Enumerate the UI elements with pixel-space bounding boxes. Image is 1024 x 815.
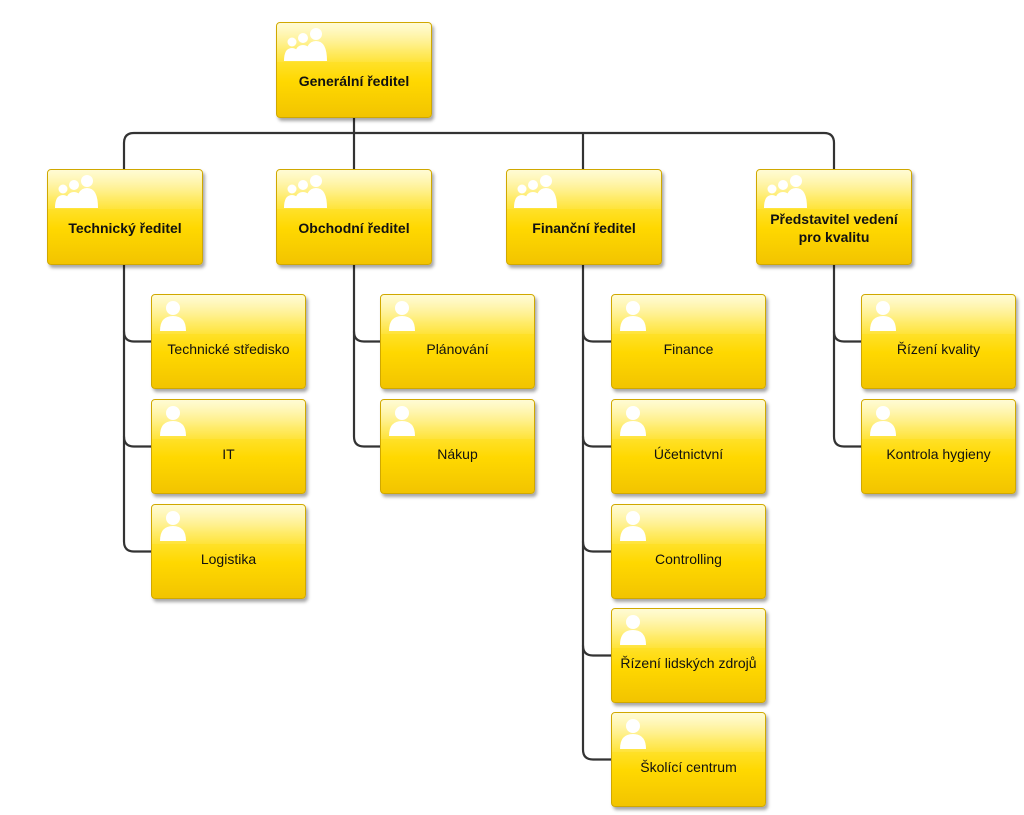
person-icon bbox=[618, 299, 648, 335]
org-node-label: IT bbox=[222, 445, 235, 462]
org-node-label: Plánování bbox=[426, 340, 489, 357]
person-icon bbox=[618, 717, 648, 753]
org-node-label: Nákup bbox=[437, 445, 478, 462]
connector-to-accounting bbox=[581, 436, 611, 448]
org-node-label: Představitel vedení pro kvalitu bbox=[770, 211, 898, 245]
org-node-label: Finance bbox=[663, 340, 714, 357]
org-node-accounting[interactable]: Účetnictvní bbox=[611, 399, 766, 494]
org-node-qual[interactable]: Představitel vedení pro kvalitu bbox=[756, 169, 912, 265]
connector-to-planning bbox=[352, 331, 380, 343]
person-icon bbox=[618, 404, 648, 440]
org-node-logistics[interactable]: Logistika bbox=[151, 504, 306, 599]
person-icon bbox=[387, 299, 417, 335]
person-icon bbox=[158, 299, 188, 335]
org-node-label: Logistika bbox=[200, 550, 257, 567]
org-node-hygiene[interactable]: Kontrola hygieny bbox=[861, 399, 1016, 494]
group-icon bbox=[283, 27, 337, 67]
person-icon bbox=[618, 509, 648, 545]
connector-to-controlling bbox=[581, 541, 611, 553]
group-icon bbox=[513, 174, 567, 214]
person-icon bbox=[868, 404, 898, 440]
org-node-controlling[interactable]: Controlling bbox=[611, 504, 766, 599]
org-node-purchase[interactable]: Nákup bbox=[380, 399, 535, 494]
org-node-planning[interactable]: Plánování bbox=[380, 294, 535, 389]
connector-to-logistics bbox=[122, 541, 151, 553]
person-icon bbox=[387, 404, 417, 440]
connector-to-hr bbox=[581, 645, 611, 657]
connector-to-finance bbox=[581, 331, 611, 343]
org-node-training[interactable]: Školící centrum bbox=[611, 712, 766, 807]
org-node-ceo[interactable]: Generální ředitel bbox=[276, 22, 432, 118]
group-icon bbox=[283, 174, 337, 214]
person-icon bbox=[618, 613, 648, 649]
org-node-label: Účetnictvní bbox=[653, 445, 724, 462]
connector-to-training bbox=[581, 749, 611, 761]
person-icon bbox=[158, 404, 188, 440]
org-node-sales[interactable]: Obchodní ředitel bbox=[276, 169, 432, 265]
org-node-tech[interactable]: Technický ředitel bbox=[47, 169, 203, 265]
connector-to-hygiene bbox=[832, 436, 861, 448]
org-node-quality-mgmt[interactable]: Řízení kvality bbox=[861, 294, 1016, 389]
connector-to-tech bbox=[122, 131, 135, 169]
org-node-label: Školící centrum bbox=[640, 758, 737, 775]
connector-to-it bbox=[122, 436, 151, 448]
org-node-fin[interactable]: Finanční ředitel bbox=[506, 169, 662, 265]
person-icon bbox=[158, 509, 188, 545]
org-node-it[interactable]: IT bbox=[151, 399, 306, 494]
org-node-label: Řízení lidských zdrojů bbox=[620, 654, 757, 671]
connector-to-qual bbox=[823, 131, 836, 169]
org-node-finance[interactable]: Finance bbox=[611, 294, 766, 389]
org-node-label: Obchodní ředitel bbox=[298, 220, 410, 236]
org-node-label: Controlling bbox=[655, 550, 722, 567]
org-node-hr[interactable]: Řízení lidských zdrojů bbox=[611, 608, 766, 703]
org-node-label: Řízení kvality bbox=[896, 340, 981, 357]
org-node-label: Technický ředitel bbox=[68, 220, 182, 236]
group-icon bbox=[54, 174, 108, 214]
connector-to-purchase bbox=[352, 436, 380, 448]
org-node-label: Finanční ředitel bbox=[532, 220, 636, 236]
connector-to-quality-mgmt bbox=[832, 331, 861, 343]
connector-to-tech-center bbox=[122, 331, 151, 343]
org-node-label: Kontrola hygieny bbox=[886, 445, 991, 462]
org-node-label: Technické středisko bbox=[167, 340, 290, 357]
person-icon bbox=[868, 299, 898, 335]
group-icon bbox=[763, 174, 817, 214]
org-node-label: Generální ředitel bbox=[298, 73, 410, 89]
org-node-tech-center[interactable]: Technické středisko bbox=[151, 294, 306, 389]
